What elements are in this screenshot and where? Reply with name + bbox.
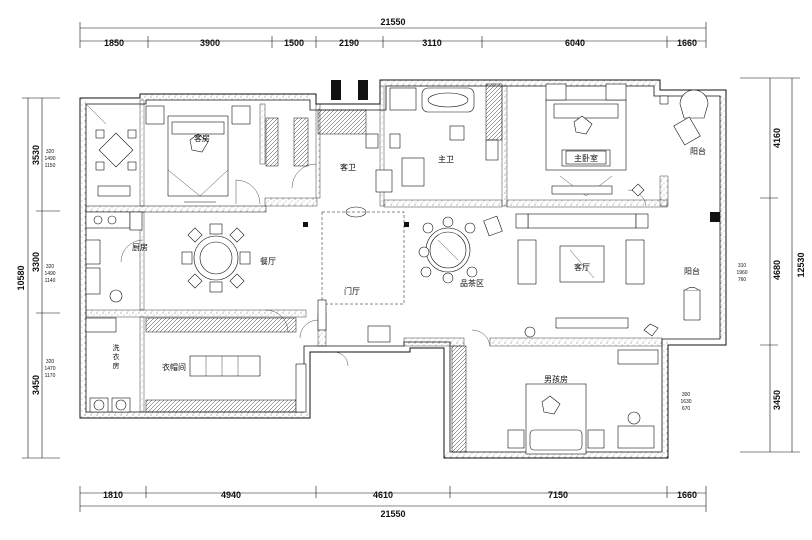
room-label-kitchen: 厨房 — [132, 242, 148, 252]
balcony-table-set — [85, 103, 137, 197]
bottom-total-dimension: 21550 — [380, 509, 405, 519]
room-label-guest-bath: 客卫 — [340, 162, 356, 172]
room-label-dining: 餐厅 — [260, 257, 276, 266]
small-dimension: 1490 — [44, 156, 55, 162]
bottom-dimension: 4940 — [221, 490, 241, 500]
room-label-cloakroom: 衣帽间 — [162, 362, 186, 372]
left-dimensions: 10580 3530 3300 3450 320 1490 1150 320 1… — [16, 97, 60, 459]
master-bedroom-label-box: 主卧室 — [565, 150, 607, 165]
boys-bed — [451, 345, 659, 455]
room-label-upper-balcony: 阳台 — [690, 146, 706, 156]
small-dimension: 320 — [46, 149, 55, 155]
right-dimension: 4680 — [772, 260, 782, 280]
small-dimension: 1490 — [44, 271, 55, 277]
right-balcony-chair — [683, 286, 701, 321]
room-label-guest-bedroom: 客房 — [194, 133, 210, 143]
columns — [303, 80, 720, 227]
bottom-dimensions: 1810 4940 4610 7150 1660 21550 — [79, 486, 707, 519]
room-label-laundry-3: 房 — [113, 361, 120, 370]
small-dimension: 760 — [738, 277, 747, 283]
top-dimension: 1850 — [104, 38, 124, 48]
left-dimension: 3450 — [31, 375, 41, 395]
room-label-master-bath: 主卫 — [438, 154, 454, 164]
guest-bath-fixtures — [317, 109, 379, 218]
living-sofa-set — [515, 213, 659, 338]
top-total-dimension: 21550 — [380, 17, 405, 27]
room-label-right-balcony: 阳台 — [684, 266, 700, 276]
foyer-cabinet — [317, 299, 327, 331]
small-dimension: 310 — [738, 263, 747, 269]
foyer-outline — [321, 211, 405, 305]
bottom-dimension: 7150 — [548, 490, 568, 500]
master-closet — [485, 83, 503, 141]
right-dimension: 4160 — [772, 128, 782, 148]
room-label-master-bedroom: 主卧室 — [574, 153, 598, 163]
top-dimension: 2190 — [339, 38, 359, 48]
top-dimensions: 21550 1850 3900 1500 2190 3110 6040 1660 — [79, 17, 707, 48]
guest-closet — [265, 117, 309, 167]
master-bed — [545, 83, 645, 197]
top-dimension: 6040 — [565, 38, 585, 48]
guest-bed — [145, 105, 251, 203]
left-dimension: 3530 — [31, 145, 41, 165]
small-dimension: 1140 — [45, 278, 56, 284]
right-dimensions: 4160 4680 3450 12530 310 1960 760 300 16… — [680, 77, 806, 453]
top-dimension: 1500 — [284, 38, 304, 48]
walls — [79, 79, 727, 459]
small-dimension: 1170 — [45, 373, 56, 379]
master-bath-fixtures — [375, 87, 499, 193]
top-dimension: 3110 — [422, 38, 442, 48]
small-dimension: 1470 — [44, 366, 55, 372]
room-label-tea-area: 品茶区 — [460, 278, 484, 288]
small-dimension: 1960 — [736, 270, 747, 276]
door-swings — [120, 163, 647, 367]
top-dimension: 1660 — [677, 38, 697, 48]
small-dimension: 320 — [46, 264, 55, 270]
right-dimension: 3450 — [772, 390, 782, 410]
bottom-dimension: 1660 — [677, 490, 697, 500]
kitchen-fixtures — [85, 211, 143, 303]
small-dimension: 1630 — [680, 399, 691, 405]
right-total-dimension: 12530 — [796, 252, 806, 277]
room-label-living: 客厅 — [574, 262, 590, 272]
bottom-dimension: 1810 — [103, 490, 123, 500]
left-dimension: 3300 — [31, 252, 41, 272]
room-label-laundry-1: 洗 — [113, 343, 120, 352]
cloakroom-cabinets — [145, 317, 307, 413]
small-dimension: 320 — [46, 359, 55, 365]
top-dimension: 3900 — [200, 38, 220, 48]
laundry-fixtures — [85, 317, 131, 413]
foyer-console — [367, 325, 391, 343]
room-label-laundry-2: 衣 — [113, 352, 120, 361]
dining-table — [181, 223, 251, 293]
small-dimension: 300 — [682, 392, 691, 398]
bottom-dimension: 4610 — [373, 490, 393, 500]
small-dimension: 670 — [682, 406, 691, 412]
upper-balcony-chairs — [659, 89, 709, 146]
room-label-foyer: 门厅 — [344, 286, 360, 296]
small-dimension: 1150 — [45, 163, 56, 169]
room-label-boys-room: 男孩房 — [544, 374, 568, 384]
tea-table — [418, 215, 503, 284]
left-total-dimension: 10580 — [16, 265, 26, 290]
room-labels: 客房 客卫 主卫 主卧室 阳台 厨房 餐厅 门厅 品茶区 客厅 阳台 洗 衣 房… — [113, 133, 707, 384]
